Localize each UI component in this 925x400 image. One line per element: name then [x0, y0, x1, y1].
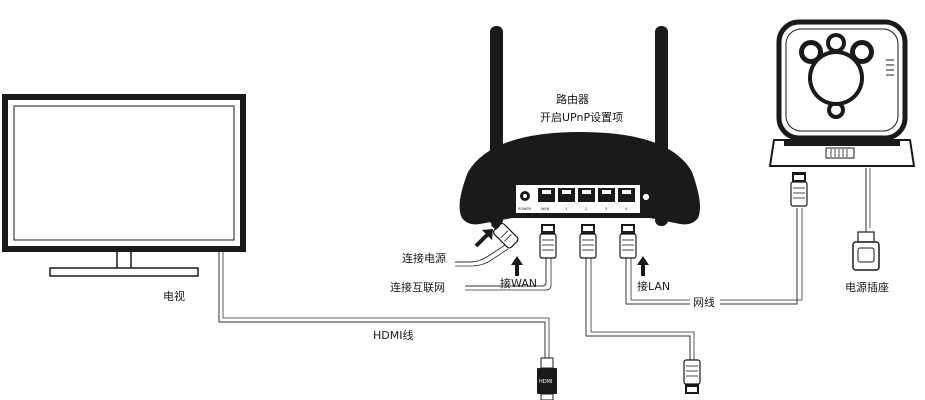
- internet-connect-label: 连接互联网: [390, 281, 445, 294]
- svg-text:4: 4: [625, 207, 628, 211]
- svg-text:WAN: WAN: [541, 207, 550, 211]
- tv-screen: [13, 105, 235, 241]
- svg-text:HDMI: HDMI: [539, 379, 552, 385]
- bottom-network-plug: [683, 359, 701, 394]
- wan-cable: [465, 258, 547, 287]
- wan-arrow: [511, 256, 523, 276]
- svg-text:3: 3: [605, 207, 607, 211]
- reset-button: [642, 193, 650, 201]
- router-subtitle: 开启UPnP设置项: [540, 111, 623, 124]
- camera-power-cable: [865, 168, 870, 233]
- router-title: 路由器: [556, 92, 589, 106]
- power-arrow: [474, 229, 493, 248]
- tv-stand: [49, 267, 199, 277]
- hdmi-cable-label: HDMI线: [373, 328, 413, 342]
- svg-text:1: 1: [565, 207, 567, 211]
- tv: 电视: [2, 94, 246, 303]
- tv-label: 电视: [163, 289, 185, 303]
- network-cable-label: 网线: [693, 295, 715, 309]
- camera: [768, 19, 916, 167]
- lan1-cable: [585, 258, 691, 360]
- svg-text:RESET: RESET: [641, 206, 653, 210]
- router-power-cable: [455, 244, 506, 263]
- power-connect-label: 连接电源: [402, 251, 446, 265]
- hdmi-cable: [218, 248, 546, 358]
- lan-arrow: [637, 256, 649, 276]
- hdmi-plug: HDMI: [537, 357, 557, 400]
- power-outlet: [852, 231, 880, 271]
- power-outlet-label: 电源插座: [845, 280, 889, 294]
- camera-network-plug: [790, 172, 808, 207]
- router-power-plug: [490, 220, 519, 249]
- svg-text:2: 2: [585, 207, 587, 211]
- lan4-plug: [619, 224, 637, 259]
- router: POWER WAN 1 2 3 4 RESET 路由器 开启UPnP设置: [459, 26, 700, 226]
- lan1-plug: [579, 224, 597, 259]
- hdmi-cable-outline: [222, 248, 550, 358]
- wan-plug: [539, 224, 557, 259]
- lan-label: 接LAN: [637, 280, 670, 293]
- tv-neck: [116, 252, 132, 268]
- svg-text:POWER: POWER: [518, 207, 532, 211]
- wan-label: 接WAN: [500, 277, 537, 290]
